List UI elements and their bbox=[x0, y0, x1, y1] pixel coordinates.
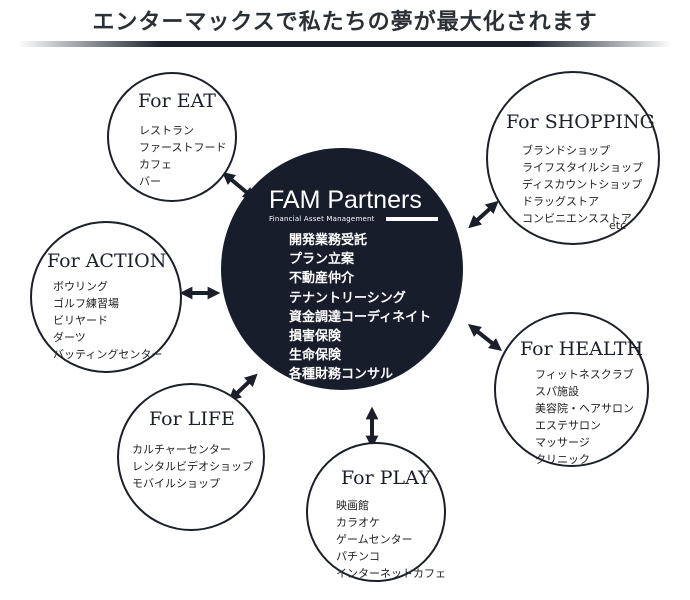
bubble-shopping-title: For SHOPPING bbox=[506, 111, 655, 133]
list-item: カフェ bbox=[139, 158, 172, 171]
list-item: クリニック bbox=[535, 453, 590, 466]
service-item: 不動産仲介 bbox=[289, 271, 355, 287]
list-item: 映画館 bbox=[336, 499, 369, 512]
list-item: バー bbox=[139, 175, 161, 188]
bubble-health-list: フィットネスクラブ スパ施設 美容院・ヘアサロン エステサロン マッサージ クリ… bbox=[535, 366, 634, 468]
brand-underline bbox=[386, 217, 438, 221]
bubble-life: For LIFE カルチャーセンター レンタルビデオショップ モバイルショップ bbox=[117, 383, 265, 531]
bubble-life-list: カルチャーセンター レンタルビデオショップ モバイルショップ bbox=[132, 441, 253, 492]
bubble-play-title: For PLAY bbox=[341, 467, 431, 489]
list-item: マッサージ bbox=[535, 436, 590, 449]
bubble-life-title: For LIFE bbox=[149, 408, 235, 430]
list-item: インターネットカフェ bbox=[336, 567, 446, 580]
list-item: ダーツ bbox=[53, 331, 86, 344]
list-item: ブランドショップ bbox=[522, 144, 610, 157]
bubble-play: For PLAY 映画館 カラオケ ゲームセンター パチンコ インターネットカフ… bbox=[306, 442, 446, 582]
list-item: ファーストフード bbox=[139, 141, 227, 154]
service-item: 生命保険 bbox=[289, 348, 342, 364]
list-item: パチンコ bbox=[336, 550, 380, 563]
bubble-shopping-list: ブランドショップ ライフスタイルショップ ディスカウントショップ ドラッグストア… bbox=[522, 142, 643, 227]
list-item: ゴルフ練習場 bbox=[53, 297, 119, 310]
service-item: 各種財務コンサル bbox=[289, 367, 394, 383]
list-item: カルチャーセンター bbox=[132, 443, 231, 456]
bubble-action-title: For ACTION bbox=[47, 250, 167, 272]
shopping-etc: etc bbox=[609, 219, 627, 232]
brand-name: FAM Partners bbox=[269, 186, 422, 214]
center-circle: FAM Partners Financial Asset Management … bbox=[221, 148, 463, 390]
headline: エンターマックスで私たちの夢が最大化されます bbox=[92, 10, 598, 35]
list-item: エステサロン bbox=[535, 419, 601, 432]
arrow-health bbox=[467, 324, 503, 351]
list-item: ボウリング bbox=[53, 280, 108, 293]
services-list: 開発業務受託 プラン立案 不動産仲介 テナントリーシング 資金調達コーディネイト… bbox=[289, 231, 431, 385]
service-item: 損害保険 bbox=[289, 329, 342, 345]
list-item: ゲームセンター bbox=[336, 533, 413, 546]
brand-subtitle: Financial Asset Management bbox=[269, 215, 375, 223]
bubble-eat-title: For EAT bbox=[138, 90, 216, 112]
bubble-action: For ACTION ボウリング ゴルフ練習場 ビリヤード ダーツ バッティング… bbox=[30, 221, 182, 373]
list-item: フィットネスクラブ bbox=[535, 368, 634, 381]
bubble-health: For HEALTH フィットネスクラブ スパ施設 美容院・ヘアサロン エステサ… bbox=[494, 312, 649, 467]
service-item: プラン立案 bbox=[289, 252, 355, 268]
bubble-health-title: For HEALTH bbox=[520, 338, 644, 360]
list-item: レストラン bbox=[139, 124, 194, 137]
list-item: ビリヤード bbox=[53, 314, 108, 327]
bubble-eat: For EAT レストラン ファーストフード カフェ バー bbox=[107, 72, 237, 202]
service-item: 開発業務受託 bbox=[289, 233, 368, 248]
list-item: スパ施設 bbox=[535, 385, 579, 398]
list-item: ライフスタイルショップ bbox=[522, 161, 643, 174]
bubble-shopping: For SHOPPING ブランドショップ ライフスタイルショップ ディスカウン… bbox=[486, 71, 660, 245]
arrow-life bbox=[228, 373, 258, 402]
arrow-shopping bbox=[468, 200, 499, 229]
bubble-eat-list: レストラン ファーストフード カフェ バー bbox=[139, 122, 226, 190]
list-item: レンタルビデオショップ bbox=[132, 460, 253, 473]
service-item: テナントリーシング bbox=[289, 290, 406, 306]
service-item: 資金調達コーディネイト bbox=[289, 309, 432, 325]
list-item: バッティングセンター bbox=[53, 348, 163, 361]
list-item: ディスカウントショップ bbox=[522, 178, 643, 191]
list-item: ドラッグストア bbox=[522, 195, 599, 208]
list-item: コンビニエンスストア bbox=[522, 212, 632, 225]
headline-rule bbox=[18, 41, 672, 47]
list-item: 美容院・ヘアサロン bbox=[535, 402, 634, 415]
list-item: カラオケ bbox=[336, 516, 380, 529]
list-item: モバイルショップ bbox=[132, 477, 220, 490]
bubble-play-list: 映画館 カラオケ ゲームセンター パチンコ インターネットカフェ bbox=[336, 497, 446, 582]
bubble-action-list: ボウリング ゴルフ練習場 ビリヤード ダーツ バッティングセンター bbox=[53, 278, 162, 363]
